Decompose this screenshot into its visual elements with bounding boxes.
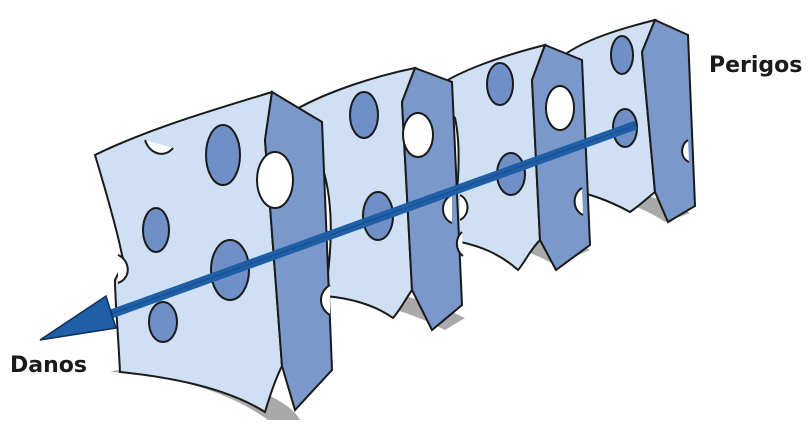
cheese-hole — [148, 301, 178, 343]
arrow-shaft — [98, 120, 638, 323]
cheese-hole — [486, 62, 514, 106]
cheese-notch — [117, 254, 129, 284]
cheese-notch — [681, 139, 690, 163]
losses-label: Danos — [10, 353, 87, 378]
cheese-notch — [573, 187, 584, 216]
cheese-notch — [320, 284, 331, 316]
cheese-notch — [455, 231, 464, 257]
cheese-hole — [349, 91, 379, 139]
cheese-hole — [142, 207, 170, 253]
cheese-notch — [144, 139, 174, 155]
cheese-hole — [545, 85, 575, 131]
slice-face — [93, 90, 284, 414]
arrow-left-icon — [39, 294, 117, 341]
cheese-hole — [610, 35, 634, 75]
arrow-shaft-outline — [99, 124, 637, 319]
accident-trajectory-arrow — [39, 120, 638, 341]
cheese-hole — [256, 151, 294, 209]
hazards-label: Perigos — [709, 53, 803, 78]
cheese-hole — [205, 124, 241, 186]
slice-side — [640, 18, 697, 224]
slice-1 — [93, 90, 334, 420]
cheese-notch — [459, 194, 469, 221]
cheese-hole — [402, 112, 434, 158]
